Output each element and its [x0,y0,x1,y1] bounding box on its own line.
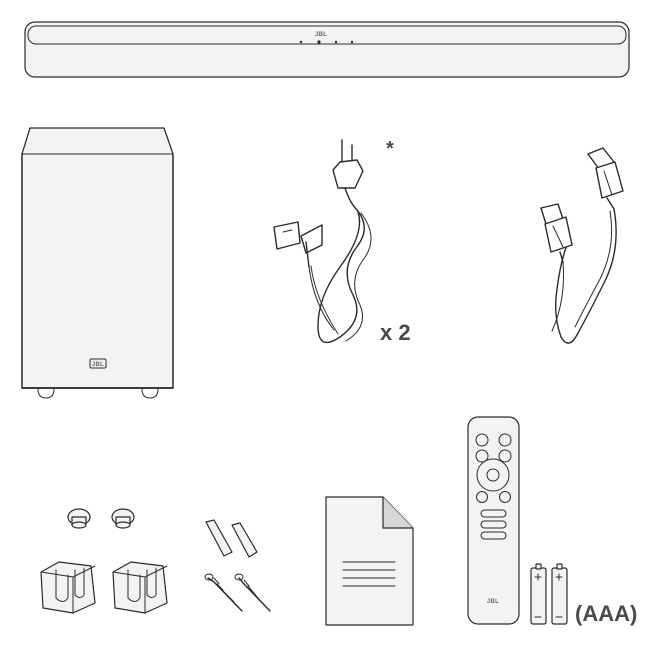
subwoofer-logo: JBL [92,362,104,368]
manual-icon [325,496,414,626]
soundbar-icon: JBL [24,21,630,78]
soundbar-logo: JBL [315,32,327,38]
wall-mount-anchor-icon [40,508,168,614]
remote-control-icon: JBL [467,416,520,625]
subwoofer-icon: JBL [21,127,174,399]
hdmi-cable-icon [540,147,624,344]
power-cord-quantity: x 2 [380,320,411,345]
screws-icon [204,519,271,612]
power-cord-icon: * x 2 [273,138,411,345]
remote-logo: JBL [487,599,499,605]
battery-icon: (AAA) [530,563,637,626]
power-cord-note: * [386,138,394,160]
battery-type-label: (AAA) [575,601,637,626]
